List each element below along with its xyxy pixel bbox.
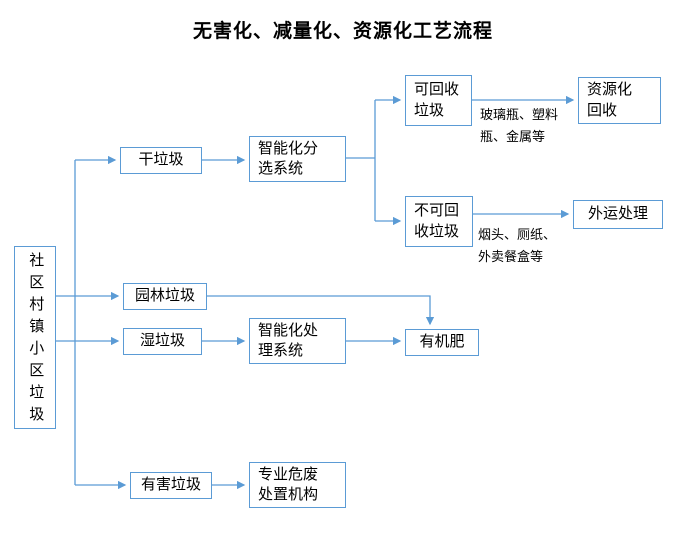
node-organic-fertilizer: 有机肥 bbox=[405, 329, 479, 356]
node-hazardous-disposal-agency: 专业危废 处置机构 bbox=[249, 462, 346, 508]
node-recyclable-waste: 可回收 垃圾 bbox=[405, 75, 472, 126]
page-title: 无害化、减量化、资源化工艺流程 bbox=[192, 21, 493, 42]
note-recyclable-examples: 玻璃瓶、塑料 瓶、金属等 bbox=[480, 107, 559, 145]
node-wet-waste: 湿垃圾 bbox=[123, 328, 202, 355]
node-external-transport-processing: 外运处理 bbox=[573, 200, 663, 229]
node-non-recyclable-waste: 不可回 收垃圾 bbox=[405, 196, 473, 247]
node-resource-recycling: 资源化 回收 bbox=[578, 77, 661, 124]
node-garden-waste: 园林垃圾 bbox=[123, 283, 207, 310]
node-source-waste-label: 社区村镇小区垃圾 bbox=[27, 252, 44, 428]
note-non-recyclable-examples: 烟头、厕纸、 外卖餐盒等 bbox=[478, 227, 557, 265]
node-smart-processing-system: 智能化处 理系统 bbox=[249, 318, 346, 364]
node-dry-waste: 干垃圾 bbox=[120, 147, 202, 174]
node-smart-sorting-system: 智能化分 选系统 bbox=[249, 136, 346, 182]
node-hazardous-waste: 有害垃圾 bbox=[130, 472, 212, 499]
node-source-waste: 社区村镇小区垃圾 bbox=[14, 246, 56, 429]
